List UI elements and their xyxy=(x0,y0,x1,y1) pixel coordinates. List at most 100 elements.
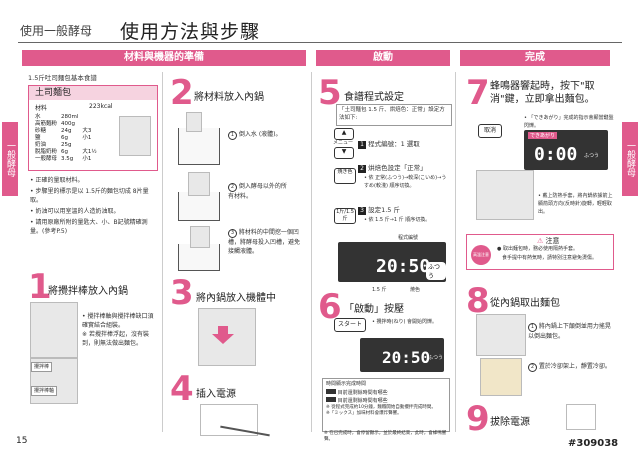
lcd-time: 0:00 xyxy=(534,144,578,165)
step8-item-1: 1 將內鍋上下顛倒並用力搖晃以倒出麵包。 xyxy=(528,323,611,340)
down-button[interactable]: ▼ xyxy=(334,147,354,159)
lcd-time: 20:50 xyxy=(376,256,431,277)
step-title: 食譜程式設定 xyxy=(344,92,404,103)
step-number: 5 xyxy=(318,73,342,113)
recipe-note: • 奶油可以用室溫的人造奶油取。 xyxy=(30,208,120,215)
inner-pot-yeast xyxy=(178,244,220,271)
ingredient-name: 高筋麵粉 xyxy=(35,121,58,127)
step2-item-1: 1 倒入水 (液體)。 xyxy=(228,130,306,140)
step-title: 插入電源 xyxy=(196,389,236,400)
step-number: 2 xyxy=(170,73,194,113)
bread-removal-photo xyxy=(476,170,534,220)
color-label: 焼色 xyxy=(410,287,421,293)
step5-item-1: 1 程式編號：1 選取 xyxy=(358,140,448,149)
start-button[interactable]: スタート xyxy=(334,318,366,332)
section-bar-done: 完成 xyxy=(460,50,610,66)
up-button[interactable]: ▲ xyxy=(334,128,354,140)
lcd-display-step6: 20:50 ふつう xyxy=(360,338,444,372)
menu-label: メニュー xyxy=(332,140,353,146)
recipe-name: 土司麵包 xyxy=(29,86,157,100)
lcd-time: 20:50 xyxy=(382,348,431,367)
section-bar-prep: 材料與機器的準備 xyxy=(22,50,306,66)
step-title: 從內鍋取出麵包 xyxy=(490,298,560,309)
ingredient-name: 水 xyxy=(35,114,41,120)
step1-warning: ※ 若攪拌棒浮起，沒有裝到，則無法做出麵包。 xyxy=(82,331,149,347)
ingredient-extra: 大3 xyxy=(82,128,92,134)
side-tab-right: 一般酵母 xyxy=(622,122,638,196)
machine-insert-photo xyxy=(198,308,256,366)
step-title: 拔除電源 xyxy=(490,417,530,428)
ingredient-name: 砂糖 xyxy=(35,128,47,134)
caution-box: ⚠ 注意 高溫注意 ● 取出麵包時，務必使用隔熱手套。 食手提中有熱気時，請特別… xyxy=(466,234,614,270)
lcd-done-indicator: できあがり xyxy=(528,132,558,139)
header-divider xyxy=(18,42,622,43)
arrow-down-icon xyxy=(212,326,234,344)
blade-label: 攪拌棒 xyxy=(31,362,53,372)
mixing-blade-photo xyxy=(30,302,78,358)
step8-item-2: 2 置於冷卻架上，靜置冷卻。 xyxy=(528,362,612,372)
lcd-display-step7: できあがり 0:00 ふつう xyxy=(524,130,608,170)
ingredient-amount: 280ml xyxy=(61,114,79,120)
loaf-size-button[interactable]: 1斤/1.5斤 xyxy=(334,208,356,224)
step-title: 將材料放入內鍋 xyxy=(194,92,264,103)
program-number-label: 程式編號 xyxy=(398,235,419,241)
step-number: 8 xyxy=(466,281,490,321)
ingredient-row: 鹽 6g 小1 xyxy=(33,135,99,142)
lcd-display-step5: 20:50 ふつう xyxy=(338,242,446,282)
step-title: 「啟動」按壓 xyxy=(344,304,404,315)
column-divider xyxy=(311,72,312,432)
ingredient-extra xyxy=(80,114,98,121)
step5-sub-3: • 依 1.5 斤→1 斤 順序切換。 xyxy=(364,217,431,223)
step5-item-2: 2 烘焙色設定「正常」 xyxy=(358,164,450,173)
ingredient-row: 水 280ml xyxy=(33,114,99,121)
step5-hint: 「土司麵包 1.5 斤、烘焙色：正常」設定方法如下: xyxy=(336,104,452,126)
column-divider xyxy=(162,72,163,432)
ingredient-name: 奶油 xyxy=(35,142,47,148)
step7-note: • 「できあがり」完成的指示會顯當鍵盤閃爍。 xyxy=(524,115,614,129)
step6-legend-box: 時間顯示完成時間 目前還剩餘時間有哪些 目前還剩餘時間有哪些 ※ 從程式完成約1… xyxy=(322,378,450,432)
ingredient-name: 脫脂奶粉 xyxy=(35,149,58,155)
ingredient-name: 鹽 xyxy=(35,135,41,141)
ingredient-amount: 6g xyxy=(61,135,69,141)
bake-color-button[interactable]: 焼き色 xyxy=(334,168,356,184)
ingredient-extra: 小1 xyxy=(82,135,92,141)
inner-pot-ingredients xyxy=(178,192,220,221)
recipe-notes: • 正確的量取材料。• 步驟里的標示是以 1.5斤的麵包切成 8片量取。• 奶油… xyxy=(30,176,158,238)
ingredient-amount: 6g xyxy=(61,149,69,155)
step-number: 1 xyxy=(28,267,52,307)
page-number: 15 xyxy=(16,436,28,446)
step5-item-3: 3 設定1.5 斤 xyxy=(358,206,450,215)
pot-shake-photo xyxy=(476,314,526,356)
page-title: 使用方法與步驟 xyxy=(120,21,261,43)
ingredient-extra: 小1 xyxy=(82,156,92,162)
section-bar-start: 啟動 xyxy=(316,50,450,66)
lcd-color-indicator: ふつう xyxy=(428,355,444,361)
cancel-button[interactable]: 取消 xyxy=(478,124,502,138)
ingredient-name: 一般酵母 xyxy=(35,156,58,162)
step-title: 蜂鳴器響起時，按下"取消"鍵，立即拿出麵包。 xyxy=(490,81,595,105)
lcd-color-indicator: ふつう xyxy=(584,153,600,159)
unplug-photo xyxy=(566,404,596,430)
image-id-watermark: #309038 xyxy=(566,438,621,449)
material-label: 材料 xyxy=(35,105,48,112)
recipe-note: • 請用原廠所附的量匙大、小、B記號精確測量。(參考P.5) xyxy=(30,219,148,235)
recipe-caption: 1.5斤吐司麵包基本食譜 xyxy=(28,74,97,82)
hot-surface-icon: 高溫注意 xyxy=(471,245,491,265)
step5-sub-2: • 依 正常(ふつう)→較深(こいめ)→うすめ(較淺) 順序切換。 xyxy=(364,175,447,189)
column-divider xyxy=(455,72,456,432)
ingredient-extra xyxy=(80,121,98,128)
ingredient-amount: 400g xyxy=(61,121,76,127)
step-title: 將攪拌棒放入內鍋 xyxy=(48,286,128,297)
size-label: 1.5 斤 xyxy=(372,287,387,293)
yeast-spoon-icon xyxy=(190,226,210,248)
side-tab-left: 一般酵母 xyxy=(2,122,18,196)
step6-note: • 攪拌時(ねり) 會開始閃爍。 xyxy=(372,319,438,325)
warning-icon: ⚠ xyxy=(537,237,544,245)
ingredient-extra xyxy=(80,142,98,149)
step2-item-2: 2 倒入酵母以外的所有材料。 xyxy=(228,183,287,200)
recipe-note: • 步驟里的標示是以 1.5斤的麵包切成 8片量取。 xyxy=(30,188,149,204)
